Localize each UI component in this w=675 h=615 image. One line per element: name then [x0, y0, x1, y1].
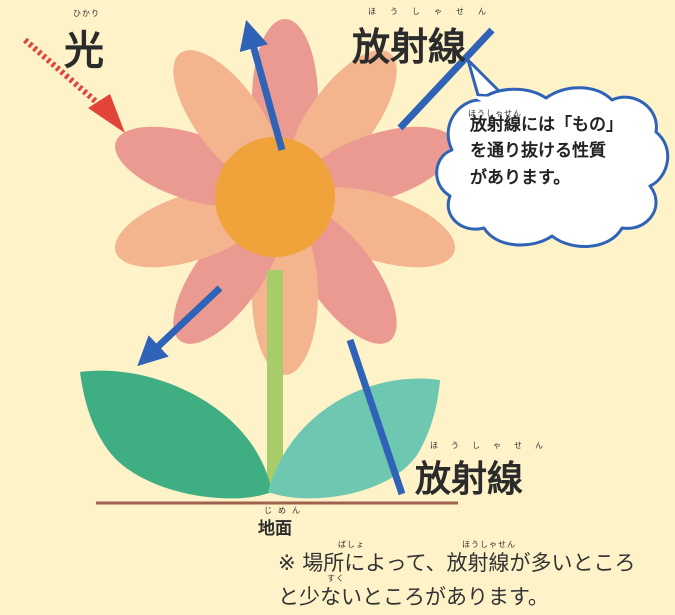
note-ruby: ばしょ	[338, 540, 365, 549]
bubble-line: があります。	[470, 167, 571, 188]
light-label-ruby: ひかり	[73, 9, 100, 18]
leaf-left	[80, 370, 272, 499]
radiation-bottom-label: 放射線	[415, 459, 524, 500]
light-label: 光	[64, 28, 104, 74]
light-ray	[23, 37, 110, 115]
ground-label-ruby: じめん	[264, 506, 306, 515]
footnote-line: ※ 場所によって、放射線が多いところ	[278, 551, 636, 575]
radiation-top-label: 放射線	[352, 25, 467, 69]
stem	[267, 270, 283, 485]
footnote-line: と少ないところがあります。	[278, 585, 549, 610]
radiation-arrow-up	[239, 19, 286, 151]
footnote: ※ 場所によって、放射線が多いところ と少ないところがあります。	[278, 546, 636, 614]
note-ruby: ほうしゃせん	[462, 540, 516, 549]
petal	[288, 50, 397, 186]
petal	[301, 187, 455, 268]
bubble-text: 放射線には「もの」 を通り抜ける性質 があります。	[470, 112, 670, 191]
petal	[288, 208, 397, 344]
bubble-line: 放射線には「もの」	[470, 115, 623, 135]
speech-bubble	[435, 58, 670, 248]
ground-label: 地面	[258, 519, 292, 539]
flower-center	[215, 137, 335, 257]
radiation-bottom-ruby: ほうしゃせん	[430, 441, 556, 450]
radiation-line-bottom	[346, 338, 406, 496]
radiation-arrow-down-left	[137, 285, 223, 367]
bubble-line: を通り抜ける性質	[470, 141, 606, 162]
note-ruby: すく	[327, 574, 345, 583]
radiation-line-top	[397, 27, 495, 131]
bubble-ruby: ほうしゃせん	[468, 109, 522, 118]
radiation-top-ruby: ほうしゃせん	[368, 7, 500, 16]
light-arrowhead	[88, 94, 125, 133]
petal	[301, 126, 455, 207]
